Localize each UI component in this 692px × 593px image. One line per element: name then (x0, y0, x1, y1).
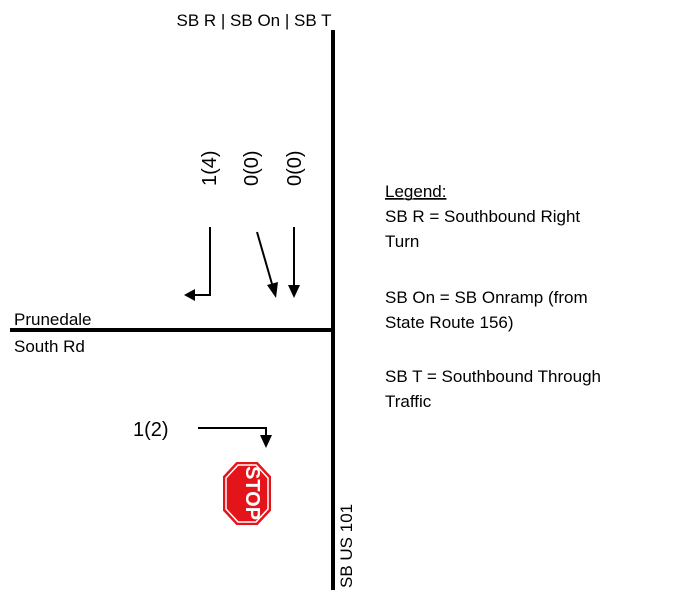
sb-onramp-count: 0(0) (241, 150, 263, 186)
side-street-arrow (198, 427, 272, 448)
legend-line-6: Traffic (385, 392, 432, 411)
sb-right-count: 1(4) (199, 150, 221, 186)
sb-through-count: 0(0) (284, 150, 306, 186)
legend-line-4: State Route 156) (385, 313, 514, 332)
sb-through-arrow (288, 227, 300, 298)
legend-line-5: SB T = Southbound Through (385, 367, 601, 386)
cross-street-label-line1: Prunedale (14, 310, 92, 329)
stop-sign-icon: STOP (221, 460, 273, 527)
cross-street-label-line2: South Rd (14, 337, 85, 356)
legend-line-2: Turn (385, 232, 419, 251)
legend-line-1: SB R = Southbound Right (385, 207, 580, 226)
sb-onramp-arrow (256, 231, 278, 298)
main-street-label: SB US 101 (337, 504, 356, 588)
side-street-count: 1(2) (133, 419, 169, 441)
legend-title: Legend: (385, 182, 446, 201)
approach-header-label: SB R | SB On | SB T (177, 11, 332, 30)
stop-sign-text: STOP (241, 466, 263, 520)
legend-line-3: SB On = SB Onramp (from (385, 288, 588, 307)
sb-right-turn-arrow (184, 227, 211, 301)
legend: Legend: SB R = Southbound Right Turn SB … (385, 182, 601, 411)
